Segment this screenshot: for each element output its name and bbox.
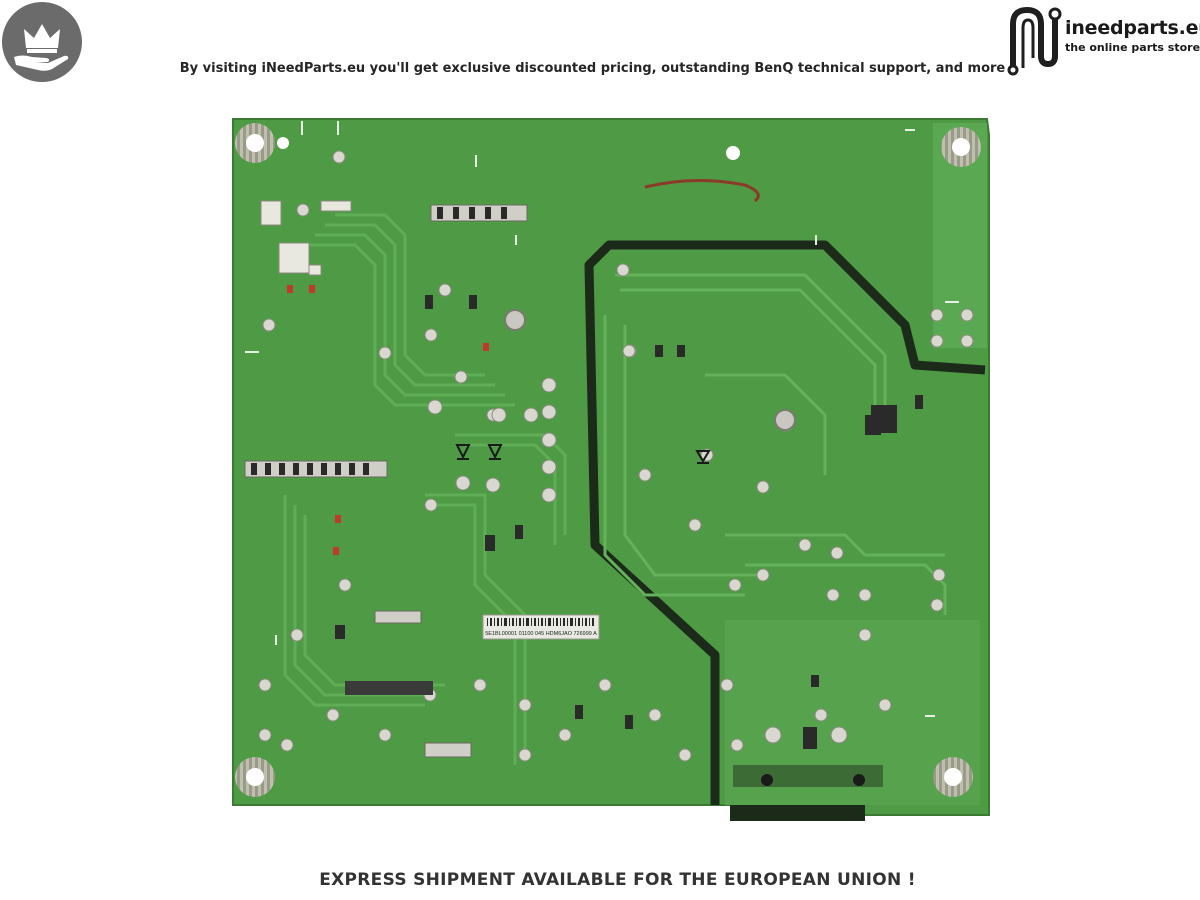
brand-tagline: the online parts store	[1065, 41, 1200, 54]
promo-banner-text: By visiting iNeedParts.eu you'll get exc…	[179, 61, 1006, 76]
brand-name: ineedparts.eu	[1065, 17, 1200, 39]
power-board-photo: 5E1BL00001 01100 045 HDM6JAO 726999 A	[225, 115, 995, 821]
barcode-label-text: 5E1BL00001 01100 045 HDM6JAO 726999 A	[485, 631, 597, 637]
shipping-banner-text: EXPRESS SHIPMENT AVAILABLE FOR THE EUROP…	[319, 870, 916, 890]
brand-logo[interactable]: ineedparts.eu the online parts store	[1003, 2, 1200, 76]
circuit-n-icon	[1007, 6, 1062, 76]
crown-hand-icon	[2, 2, 82, 82]
